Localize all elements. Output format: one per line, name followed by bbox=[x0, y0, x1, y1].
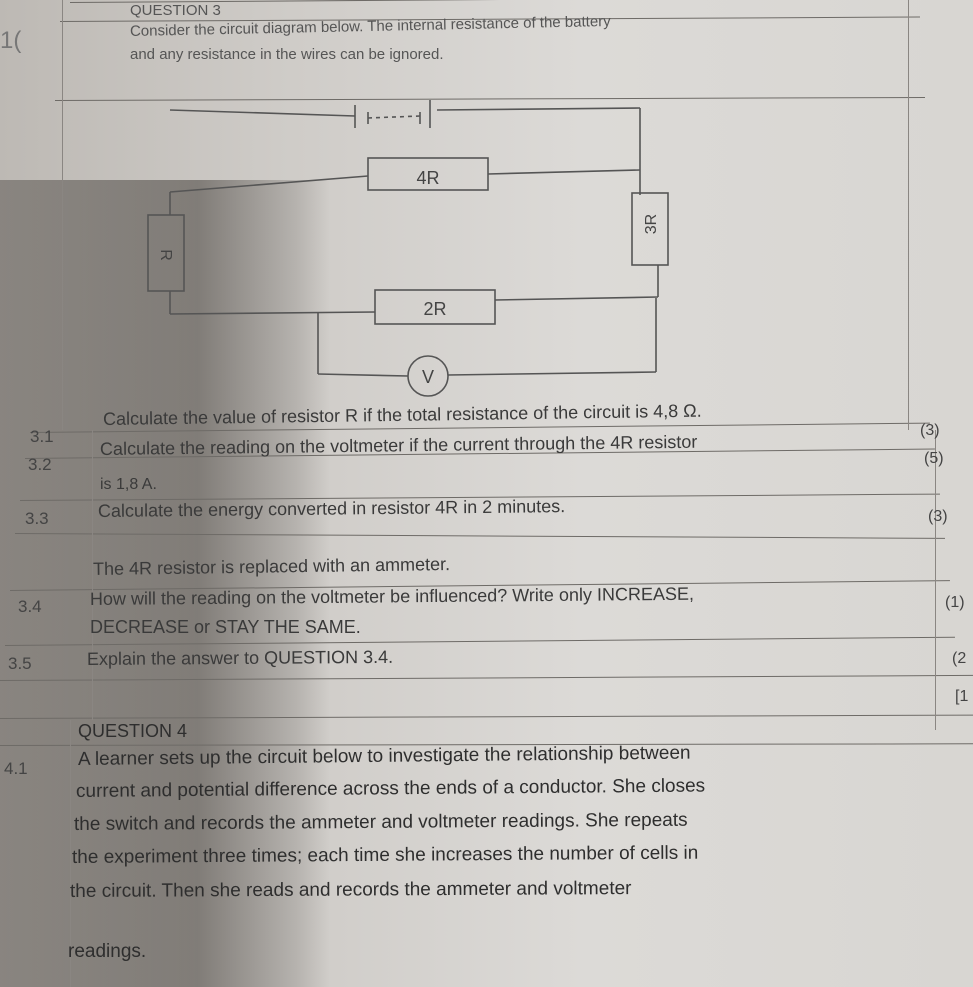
item-number: 3.4 bbox=[18, 597, 42, 616]
column-line bbox=[70, 720, 71, 987]
divider bbox=[14, 533, 945, 539]
wire bbox=[494, 296, 659, 301]
item-number: 4.1 bbox=[4, 759, 28, 778]
resistor-r-label: R bbox=[157, 249, 174, 261]
item-text: Calculate the reading on the voltmeter i… bbox=[99, 431, 698, 459]
column-line bbox=[92, 430, 93, 720]
divider bbox=[0, 674, 973, 681]
resistor-4r-label: 4R bbox=[416, 168, 439, 188]
item-preamble: The 4R resistor is replaced with an amme… bbox=[92, 554, 451, 579]
item-text: Explain the answer to QUESTION 3.4. bbox=[86, 646, 394, 669]
column-line bbox=[908, 0, 909, 430]
voltmeter-label: V bbox=[422, 367, 434, 387]
item-number: 3.1 bbox=[30, 427, 54, 446]
resistor-3r-label: 3R bbox=[643, 214, 660, 234]
resistor-2r bbox=[374, 289, 496, 325]
wire bbox=[169, 311, 376, 315]
question4-line: the experiment three times; each time sh… bbox=[71, 842, 699, 868]
resistor-2r-label: 2R bbox=[423, 299, 446, 319]
item-marks: (2 bbox=[952, 650, 967, 667]
item-marks: (3) bbox=[920, 422, 940, 439]
column-line bbox=[935, 430, 936, 730]
item-number: 3.5 bbox=[8, 654, 32, 673]
margin-mark: 1( bbox=[0, 27, 22, 54]
total-marks: [1 bbox=[955, 688, 969, 705]
question4-line: the circuit. Then she reads and records … bbox=[69, 878, 632, 902]
wire bbox=[487, 169, 641, 175]
wire bbox=[169, 109, 356, 117]
item-marks: (3) bbox=[928, 508, 948, 525]
resistor-3r bbox=[631, 192, 669, 266]
question4-line: A learner sets up the circuit below to i… bbox=[77, 742, 691, 770]
item-text: Calculate the energy converted in resist… bbox=[97, 496, 566, 521]
item-number: 3.2 bbox=[28, 455, 52, 474]
question4-line: current and potential difference across … bbox=[75, 775, 706, 802]
wire bbox=[447, 371, 657, 376]
question4-heading: QUESTION 4 bbox=[78, 721, 188, 741]
column-line bbox=[62, 0, 63, 430]
circuit-diagram: 4R R 3R 2R V bbox=[147, 100, 669, 397]
wire bbox=[436, 107, 641, 111]
resistor-4r bbox=[367, 157, 489, 191]
item-text-cont: DECREASE or STAY THE SAME. bbox=[90, 617, 361, 637]
item-text: How will the reading on the voltmeter be… bbox=[89, 583, 695, 609]
battery-dashes bbox=[367, 115, 421, 119]
item-marks: (5) bbox=[924, 450, 944, 467]
item-text-cont: is 1,8 A. bbox=[100, 476, 157, 493]
resistor-r bbox=[147, 214, 185, 292]
item-marks: (1) bbox=[945, 594, 965, 611]
question4-line: readings. bbox=[68, 941, 147, 962]
divider bbox=[4, 636, 955, 646]
question3-intro-line2: and any resistance in the wires can be i… bbox=[130, 46, 444, 63]
item-number: 3.3 bbox=[25, 509, 49, 528]
wire bbox=[317, 373, 409, 377]
divider bbox=[0, 714, 973, 719]
question3-heading: QUESTION 3 bbox=[130, 2, 221, 19]
question4-line: the switch and records the ammeter and v… bbox=[73, 809, 688, 835]
voltmeter bbox=[407, 355, 449, 397]
wire bbox=[169, 175, 369, 193]
